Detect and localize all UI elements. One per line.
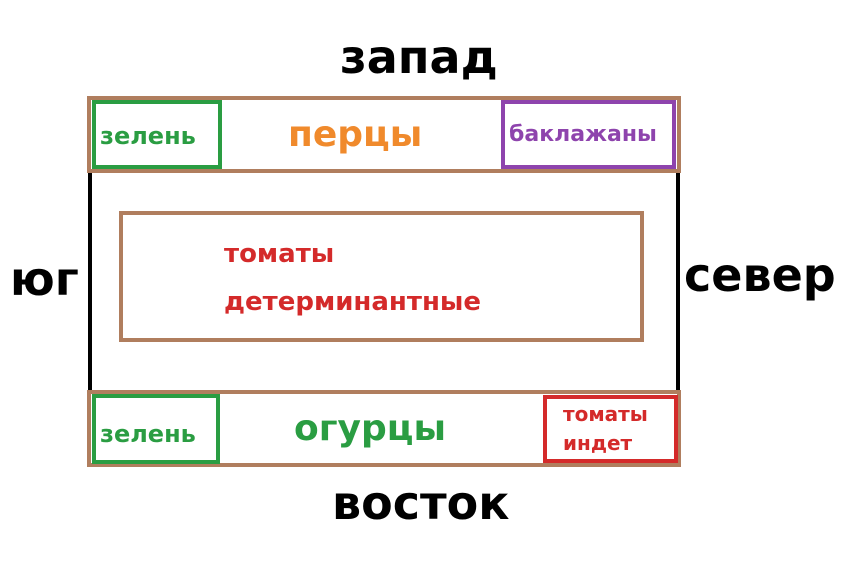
direction-west-label: запад	[340, 30, 498, 84]
greens-bottom-label: зелень	[100, 420, 196, 448]
plot-frame-right	[676, 170, 680, 394]
tomato-indet-line2: индет	[563, 431, 633, 455]
direction-north-label: север	[684, 248, 836, 302]
eggplant-label: баклажаны	[509, 122, 657, 147]
peppers-label: перцы	[288, 114, 423, 155]
direction-south-label: юг	[10, 252, 79, 306]
greens-top-box: зелень	[92, 100, 222, 169]
bottom-bed	[87, 390, 681, 467]
center-bed: томаты детерминантные	[119, 211, 644, 342]
tomato-indeterminate-box: томаты индет	[543, 395, 678, 463]
greens-top-label: зелень	[100, 122, 196, 150]
tomato-determinate-line2: детерминантные	[224, 287, 482, 317]
tomato-indet-line1: томаты	[563, 402, 648, 426]
tomato-determinate-line1: томаты	[224, 239, 335, 269]
eggplant-box: баклажаны	[501, 100, 676, 169]
direction-east-label: восток	[332, 476, 510, 530]
plot-frame-left	[88, 170, 92, 394]
greens-bottom-box: зелень	[92, 394, 220, 464]
cucumbers-label: огурцы	[294, 408, 447, 449]
top-bed	[87, 96, 681, 173]
